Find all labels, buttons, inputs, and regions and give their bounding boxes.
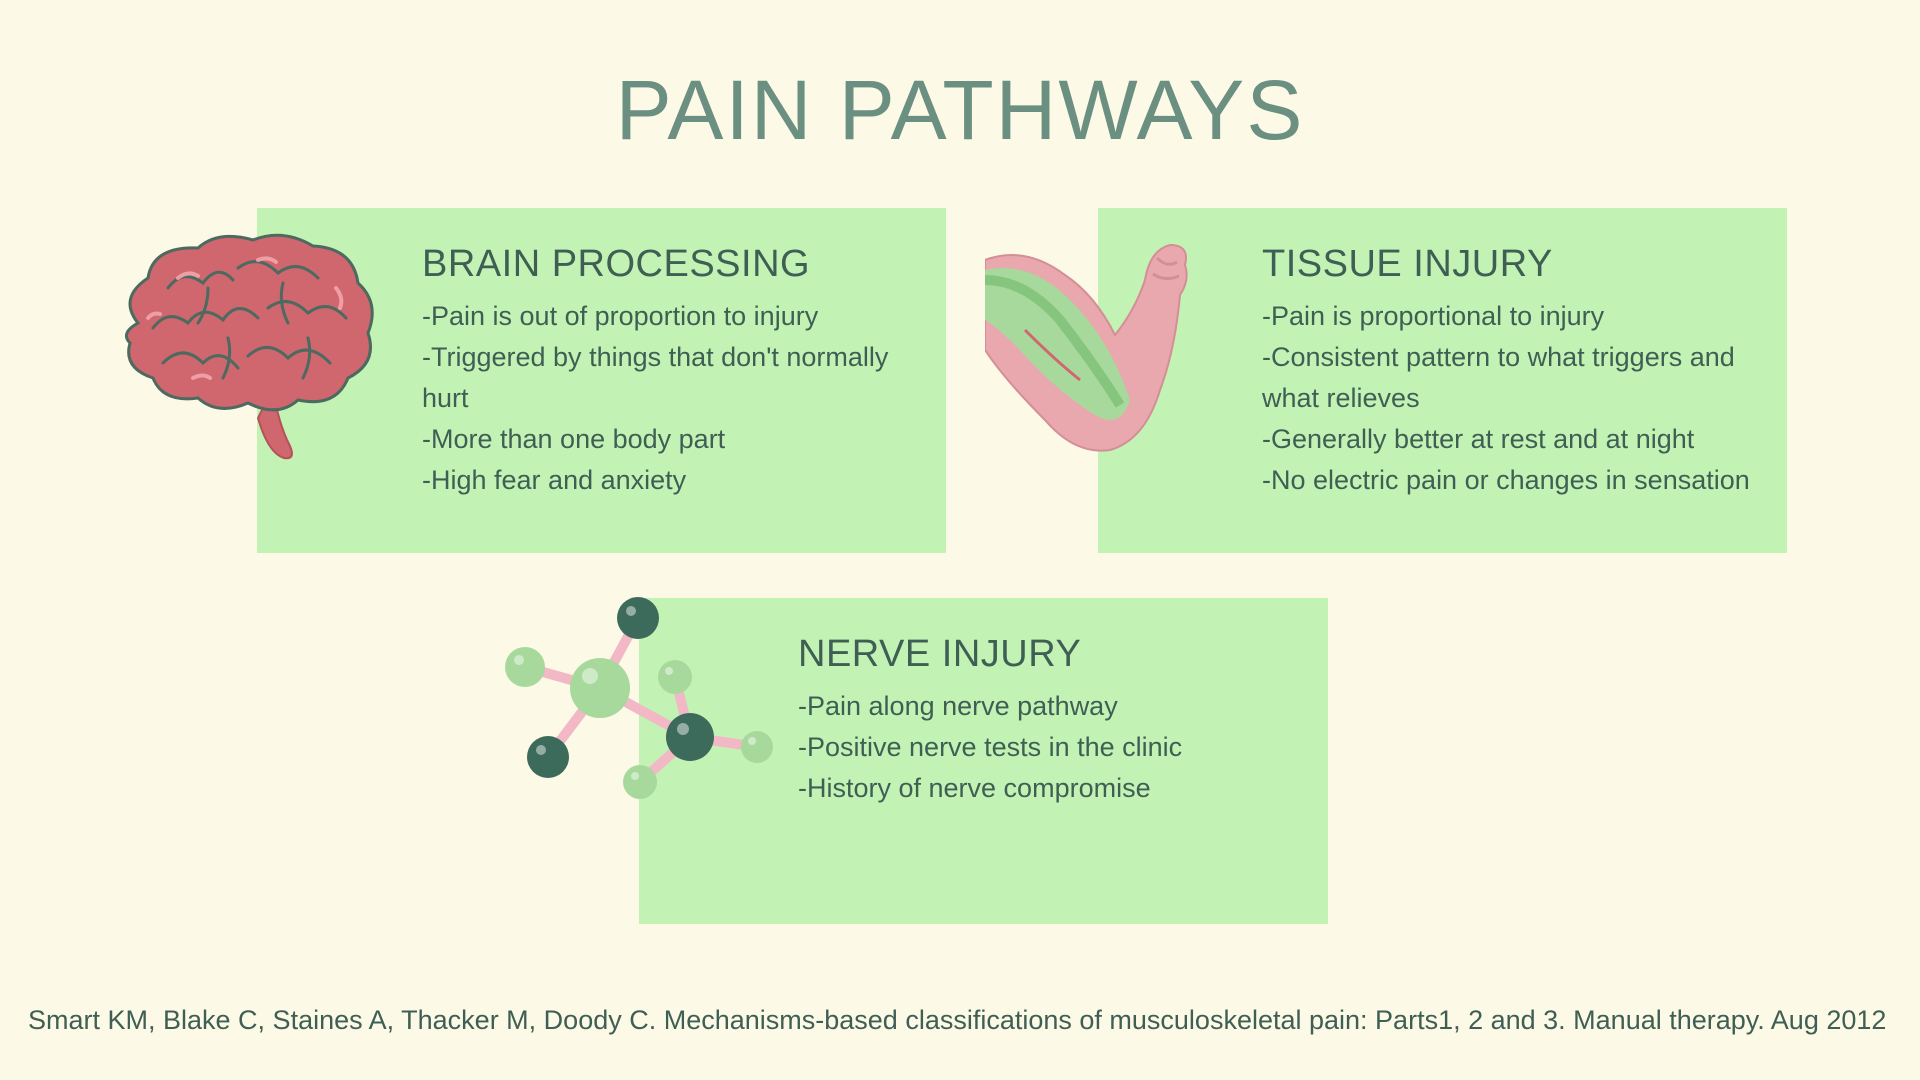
list-item: -Pain along nerve pathway [798, 691, 1118, 721]
list-item: -More than one body part [422, 424, 726, 454]
brain-processing-heading: BRAIN PROCESSING [422, 243, 811, 285]
tissue-injury-heading: TISSUE INJURY [1262, 243, 1553, 285]
nerve-injury-list: -Pain along nerve pathway -Positive nerv… [798, 686, 1308, 809]
brain-icon [108, 228, 378, 464]
tissue-injury-card [1098, 208, 1787, 553]
brain-processing-card [257, 208, 946, 553]
page-title: PAIN PATHWAYS [615, 63, 1305, 157]
brain-processing-list: -Pain is out of proportion to injury -Tr… [422, 296, 932, 501]
list-item: -Triggered by things that don't normally… [422, 342, 889, 413]
list-item: -Consistent pattern to what triggers and… [1262, 342, 1735, 413]
list-item: -High fear and anxiety [422, 465, 687, 495]
brain-processing-content: BRAIN PROCESSING -Pain is out of proport… [422, 243, 932, 501]
list-item: -Positive nerve tests in the clinic [798, 732, 1183, 762]
list-item: -Pain is proportional to injury [1262, 301, 1605, 331]
citation: Smart KM, Blake C, Staines A, Thacker M,… [28, 1005, 1887, 1035]
molecule-icon [495, 592, 780, 812]
tissue-injury-content: TISSUE INJURY -Pain is proportional to i… [1262, 243, 1772, 501]
list-item: -History of nerve compromise [798, 773, 1151, 803]
tissue-injury-list: -Pain is proportional to injury -Consist… [1262, 296, 1772, 501]
list-item: -Generally better at rest and at night [1262, 424, 1695, 454]
flexed-arm-muscle-icon [984, 240, 1213, 458]
list-item: -No electric pain or changes in sensatio… [1262, 465, 1750, 495]
list-item: -Pain is out of proportion to injury [422, 301, 819, 331]
nerve-injury-heading: NERVE INJURY [798, 633, 1082, 675]
nerve-injury-content: NERVE INJURY -Pain along nerve pathway -… [798, 633, 1308, 809]
